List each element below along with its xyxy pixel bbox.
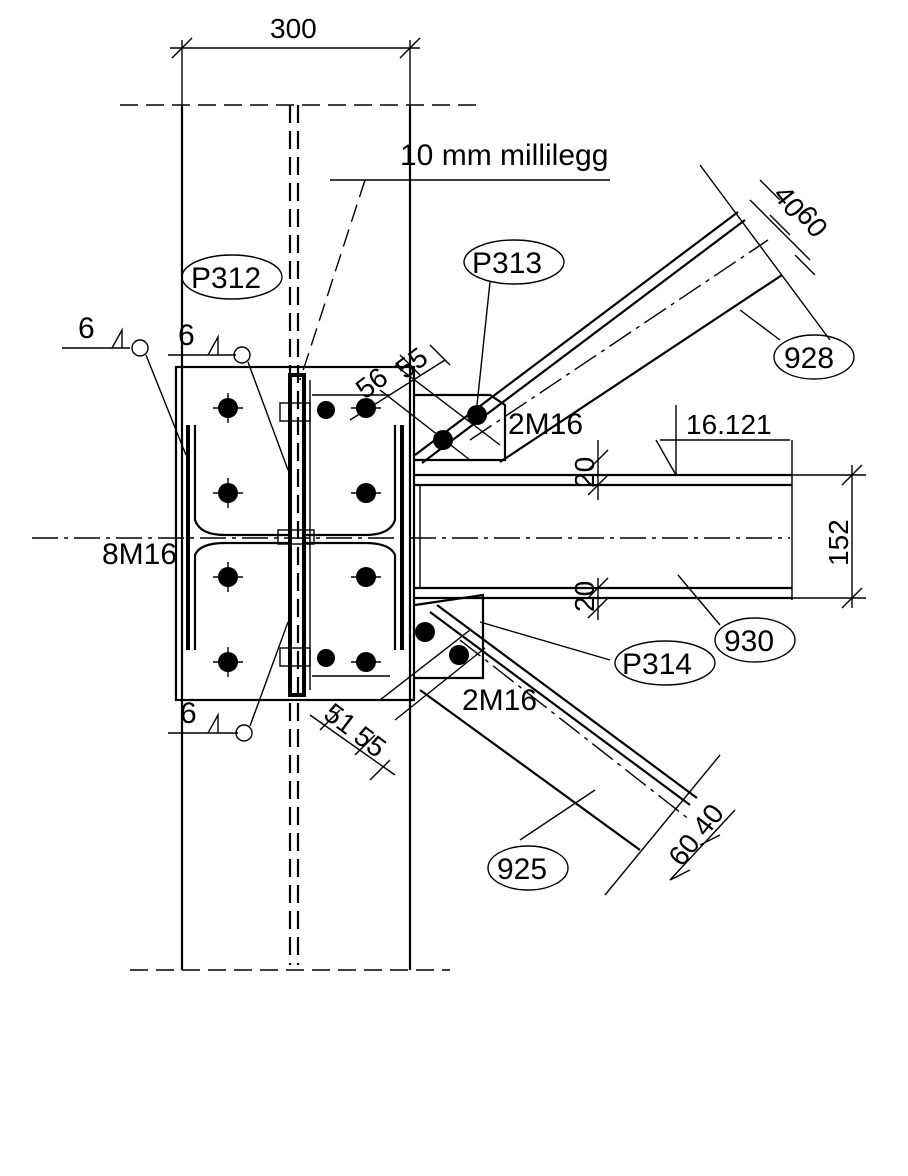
p313-label: P313: [472, 247, 542, 280]
bolt: [415, 622, 435, 642]
weld-6-top-label: 6: [178, 319, 195, 352]
elevation-label: 16.121: [686, 409, 772, 440]
connection-plate: [174, 365, 416, 702]
dimension-300: 300: [170, 13, 421, 105]
928-label: 928: [784, 342, 834, 375]
bolt: [449, 645, 469, 665]
bolts-2m16-bottom-label: 2M16: [462, 684, 537, 717]
weld-6-bottom-label: 6: [180, 697, 197, 730]
dimension-300-label: 300: [270, 13, 317, 44]
bolt: [317, 401, 335, 419]
weld-symbols: 6 6 6: [62, 312, 289, 742]
bolts-2m16-top-label: 2M16: [508, 408, 583, 441]
dimension-40-bottom-label: 40: [686, 798, 730, 842]
gusset-bolts: [379, 364, 501, 721]
dimension-55-top-label: 55: [390, 341, 434, 385]
dimension-40-60-top: 40 60: [749, 179, 834, 276]
dimension-20: 20 20: [569, 440, 609, 620]
note-shim: 10 mm millilegg: [400, 139, 608, 172]
leader-lines: [299, 179, 781, 841]
bolt: [317, 649, 335, 667]
elevation-mark: 16.121: [655, 405, 790, 476]
930-label: 930: [724, 625, 774, 658]
925-label: 925: [497, 853, 547, 886]
dimension-152: 152: [792, 464, 866, 609]
dimension-20-bottom-label: 20: [569, 581, 600, 612]
dimension-152-label: 152: [823, 519, 854, 566]
callout-p313: P313: [463, 239, 565, 285]
bolts-8m16-label: 8M16: [102, 538, 177, 571]
bolt: [467, 405, 487, 425]
callout-925: 925: [487, 845, 569, 891]
callout-p312: P312: [181, 254, 283, 300]
weld-6-left-label: 6: [78, 312, 95, 345]
dimension-60-40-bottom: 60 40: [662, 798, 736, 881]
plate-bolts: [213, 393, 381, 677]
dimension-20-top-label: 20: [569, 457, 600, 488]
callout-930: 930: [714, 617, 796, 663]
dimension-55-bottom-label: 55: [348, 720, 392, 764]
p312-label: P312: [191, 262, 261, 295]
member-930: [414, 440, 793, 600]
dimension-60-bottom-label: 60: [662, 828, 706, 872]
callout-p314: P314: [614, 640, 716, 686]
member-925: [414, 593, 721, 896]
p314-label: P314: [622, 648, 692, 681]
dimension-51-55: 51 55: [309, 697, 396, 781]
callout-928: 928: [773, 334, 855, 380]
